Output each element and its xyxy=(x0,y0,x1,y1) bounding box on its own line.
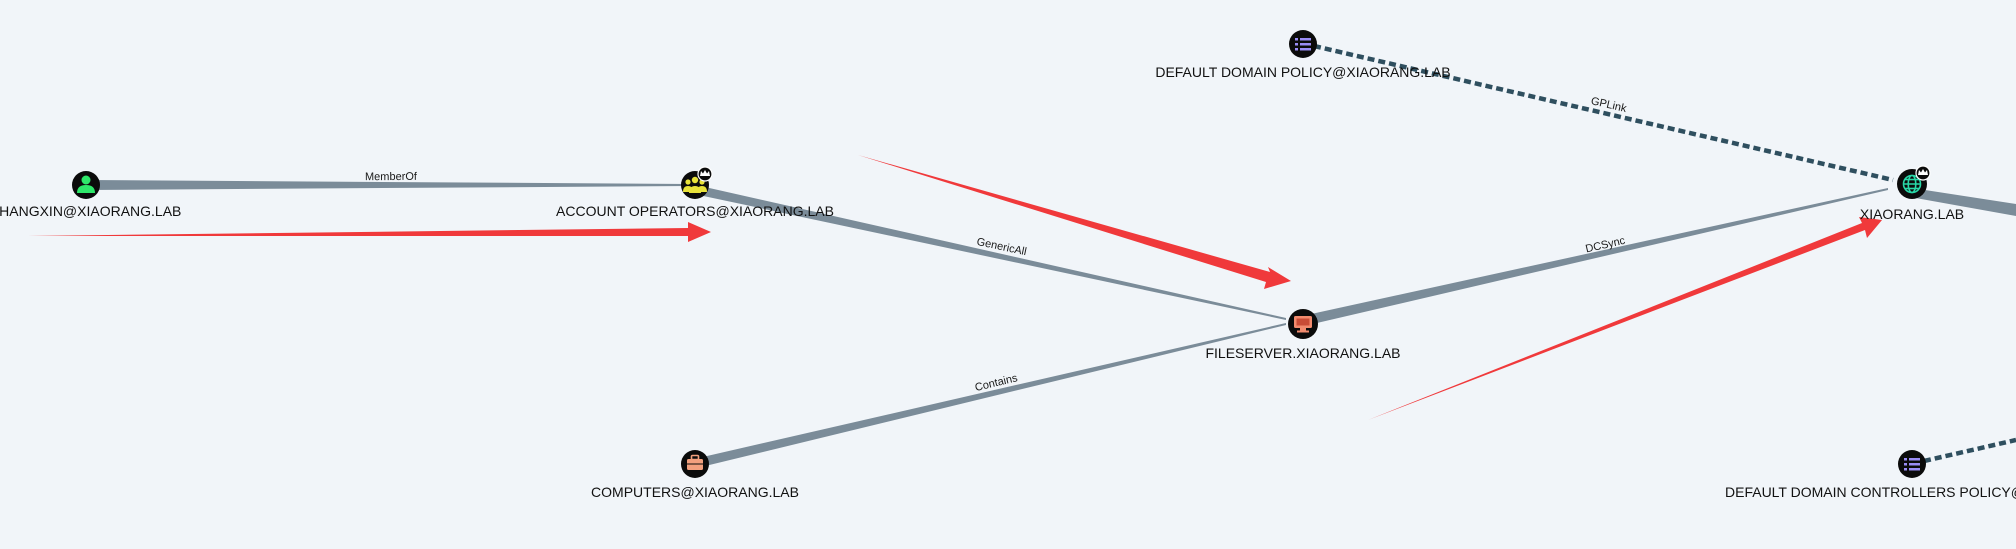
edge-memberof-line[interactable] xyxy=(86,180,688,190)
user-icon xyxy=(77,175,95,193)
annotation-arrow-3 xyxy=(1368,217,1882,420)
node-group[interactable]: ACCOUNT OPERATORS@XIAORANG.LAB xyxy=(556,166,834,219)
edge-gplink-line[interactable] xyxy=(1313,43,1894,183)
group-icon xyxy=(683,176,707,193)
edge-dcsync[interactable]: DCSync xyxy=(1302,188,1888,326)
edge-dcsync-line[interactable] xyxy=(1302,188,1888,326)
node-group-label: ACCOUNT OPERATORS@XIAORANG.LAB xyxy=(556,203,834,219)
node-gpo-dc-label: DEFAULT DOMAIN CONTROLLERS POLICY@XIAORA… xyxy=(1725,484,2016,500)
edge-memberof[interactable]: MemberOf xyxy=(86,171,688,190)
edge-contains-line[interactable] xyxy=(694,323,1286,468)
node-fileserver[interactable]: FILESERVER.XIAORANG.LAB xyxy=(1205,309,1401,361)
node-user-label: ZHANGXIN@XIAORANG.LAB xyxy=(0,203,181,219)
edge-domain-offscreen[interactable] xyxy=(1910,188,2016,216)
node-domain-label: XIAORANG.LAB xyxy=(1860,206,1964,222)
edge-genericall-line[interactable] xyxy=(694,185,1286,320)
domain-globe-icon xyxy=(1902,174,1922,194)
gpo-list-icon xyxy=(1295,38,1311,51)
edge-contains[interactable]: Contains xyxy=(694,323,1286,468)
nodes: ZHANGXIN@XIAORANG.LAB ACCOUNT OPERATORS@… xyxy=(0,30,2016,500)
edge-memberof-label: MemberOf xyxy=(365,171,418,183)
edge-gplink-dc-line[interactable] xyxy=(1923,437,2016,464)
highvalue-crown-icon xyxy=(1915,165,1931,181)
node-domain[interactable]: XIAORANG.LAB xyxy=(1860,165,1964,222)
container-briefcase-icon xyxy=(687,454,703,470)
annotation-arrow-2 xyxy=(858,155,1291,289)
node-computers-label: COMPUTERS@XIAORANG.LAB xyxy=(591,484,799,500)
node-computers[interactable]: COMPUTERS@XIAORANG.LAB xyxy=(591,450,799,500)
edges: MemberOf GenericAll Contains DCSync GPLi… xyxy=(86,43,2016,468)
gpo-list-icon xyxy=(1904,458,1920,471)
node-user[interactable]: ZHANGXIN@XIAORANG.LAB xyxy=(0,171,181,219)
node-gpo-default[interactable]: DEFAULT DOMAIN POLICY@XIAORANG.LAB xyxy=(1155,30,1451,80)
computer-monitor-icon xyxy=(1294,316,1312,333)
node-gpo-default-label: DEFAULT DOMAIN POLICY@XIAORANG.LAB xyxy=(1155,64,1450,80)
highvalue-crown-icon xyxy=(697,166,713,182)
annotation-arrows xyxy=(28,155,1882,420)
annotation-arrow-1 xyxy=(28,222,711,242)
node-gpo-dc[interactable]: DEFAULT DOMAIN CONTROLLERS POLICY@XIAORA… xyxy=(1725,450,2016,500)
node-fileserver-label: FILESERVER.XIAORANG.LAB xyxy=(1205,345,1400,361)
